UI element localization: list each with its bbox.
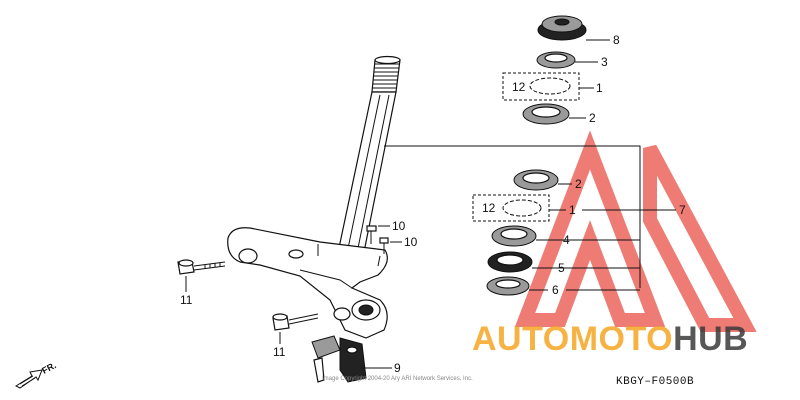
callout-11-upper: 11 [180,293,193,307]
bolt-11-lower [272,313,319,331]
group-box-upper [502,72,580,101]
callout-10-upper: 10 [392,219,406,233]
watermark-text-dark: HUB [673,320,748,358]
callout-9: 9 [394,361,401,375]
part-5-seal [487,251,533,273]
part-8-nut [537,15,587,41]
bolt-10-upper [366,225,377,244]
callout-1-lower: 1 [569,203,576,217]
callout-12-lower: 12 [482,201,496,215]
front-direction-label: FR. [40,360,57,376]
bolt-11-upper [177,259,226,275]
bolt-10-lower [379,237,389,254]
part-6-dust-seal [486,276,530,296]
watermark-text: AUTOMOTOHUB [472,320,748,358]
part-12-balls-upper [529,77,571,95]
part-4-race [491,225,537,247]
diagram-code: KBGY–F0500B [616,376,694,388]
part-2-race-lower [513,169,559,191]
leader-lines [185,39,676,369]
group-box-lower [472,194,550,222]
callout-7: 7 [679,203,686,217]
watermark-text-orange: AUTOMOTO [472,320,673,358]
callout-11-lower: 11 [273,345,286,359]
callout-5: 5 [558,261,565,275]
callout-1-upper: 1 [596,81,603,95]
callout-2-upper: 2 [589,111,596,125]
callout-8: 8 [613,33,620,47]
part-3-washer [536,51,576,69]
steering-lock [311,335,367,383]
callout-10-lower: 10 [404,235,418,249]
watermark-triangle-logo [514,130,757,332]
callout-4: 4 [563,233,570,247]
copyright-text: Image Copyright 2004-20 Ary ARI Network … [322,376,473,382]
bottom-bridge [227,227,388,339]
steering-stem [335,55,401,263]
callout-3: 3 [601,55,608,69]
front-direction-arrow [14,369,43,389]
part-2-race-upper [522,103,570,125]
callout-2-lower: 2 [575,177,582,191]
callout-6: 6 [552,283,559,297]
callout-12-upper: 12 [512,80,526,94]
part-12-balls-lower [502,199,542,217]
